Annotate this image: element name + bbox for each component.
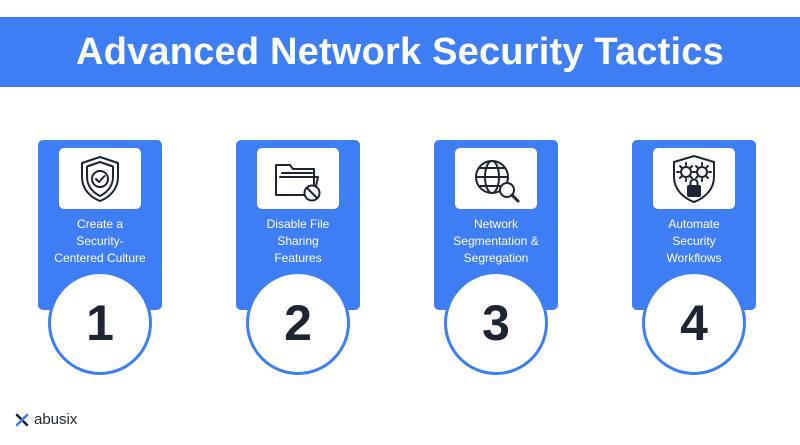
- step-number-3: 3: [444, 271, 548, 375]
- folder-blocked-icon: [275, 163, 321, 201]
- step-number-2: 2: [246, 271, 350, 375]
- icon-box: [59, 148, 141, 209]
- icon-box: [257, 148, 339, 209]
- tactic-label: Disable File Sharing Features: [266, 217, 330, 265]
- brand-name: abusix: [34, 411, 78, 428]
- title-banner: Advanced Network Security Tactics: [0, 17, 800, 87]
- brand-logo: abusix: [14, 411, 77, 428]
- globe-magnifier-icon: [475, 159, 520, 202]
- gear-shield-lock-icon: [673, 154, 715, 203]
- step-number-4: 4: [642, 271, 746, 375]
- tactic-card-1: Create a Security- Centered Culture: [38, 140, 162, 310]
- tactic-label: Automate Security Workflows: [666, 217, 722, 265]
- shield-check-icon: [81, 155, 119, 202]
- icon-box: [653, 148, 735, 209]
- tactic-card-3: Network Segmentation & Segregation: [434, 140, 558, 310]
- page-title: Advanced Network Security Tactics: [76, 30, 724, 73]
- tactic-card-4: Automate Security Workflows: [632, 140, 756, 310]
- tactic-card-2: Disable File Sharing Features: [236, 140, 360, 310]
- icon-box: [455, 148, 537, 209]
- step-number-1: 1: [48, 271, 152, 375]
- tactic-label: Create a Security- Centered Culture: [54, 217, 146, 265]
- abusix-logo-icon: [15, 413, 29, 426]
- tactic-label: Network Segmentation & Segregation: [453, 217, 539, 265]
